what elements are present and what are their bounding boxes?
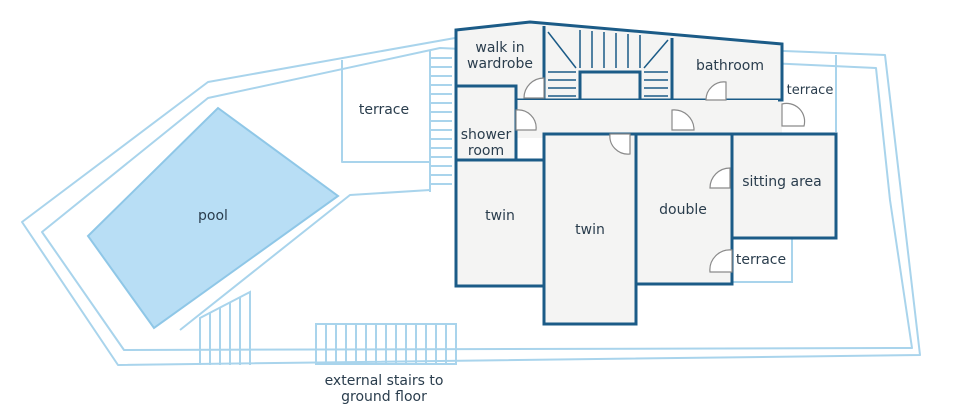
- label-double: double: [659, 202, 707, 218]
- door-twin-center: [609, 133, 631, 155]
- terrace-left-outline: [341, 60, 430, 163]
- door-bathroom: [705, 81, 727, 101]
- deck-outline: [21, 37, 921, 366]
- label-twin-center: twin: [575, 222, 605, 238]
- label-walk-in: walk in: [475, 40, 524, 56]
- twin-center-walls: [542, 132, 638, 326]
- door-shower: [515, 109, 537, 131]
- label-sitting-area: sitting area: [742, 174, 821, 190]
- interior-stairs: [547, 30, 674, 100]
- label-bathroom: bathroom: [696, 58, 764, 74]
- stairs-left: [429, 50, 452, 192]
- label-wardrobe: wardrobe: [467, 56, 533, 72]
- twin-left-walls: [454, 158, 548, 288]
- deck-inner-outline: [41, 47, 913, 351]
- label-pool: pool: [198, 208, 228, 224]
- door-stairs: [671, 109, 695, 131]
- label-twin-left: twin: [485, 208, 515, 224]
- terrace-bottom-right-area: [731, 237, 793, 283]
- door-sitting: [709, 167, 731, 189]
- door-wardrobe: [523, 77, 545, 99]
- external-stairs-diagonal: [199, 290, 251, 365]
- label-external-stairs-1: external stairs to: [325, 373, 444, 389]
- label-shower: shower: [461, 127, 512, 143]
- door-terrace-top: [781, 102, 806, 127]
- label-terrace-bottom-right: terrace: [736, 252, 786, 268]
- deck-inner-line: [179, 189, 431, 331]
- pool-shape: [86, 106, 340, 330]
- label-terrace-top-right: terrace: [787, 83, 834, 98]
- label-room: room: [468, 143, 504, 159]
- door-terrace-bottom: [709, 249, 733, 273]
- label-external-stairs-2: ground floor: [341, 389, 427, 405]
- external-stairs-bottom: [315, 323, 457, 365]
- label-terrace-left: terrace: [359, 102, 409, 118]
